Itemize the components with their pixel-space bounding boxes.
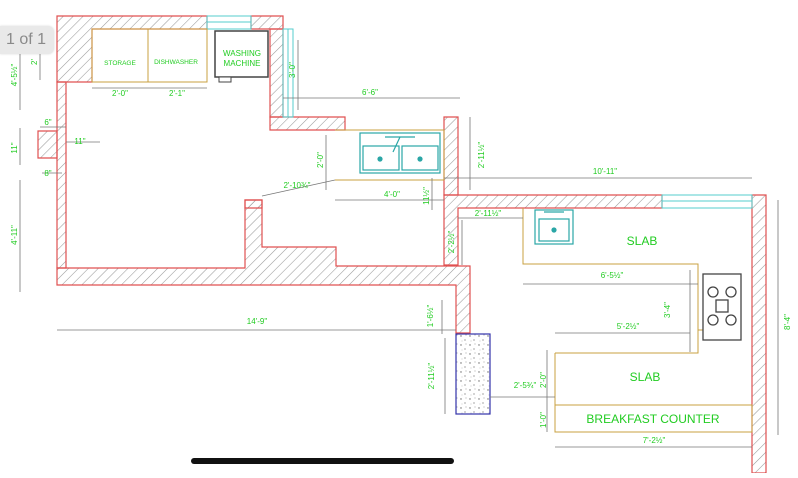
dim-2-1-dish: 2'-1" [169,89,185,98]
dim-2-11-mid: 2'-11½" [475,209,502,218]
breakfast-counter [554,404,753,433]
dim-2-0-storage: 2'-0" [112,89,128,98]
dim-4-11: 4'-11" [10,225,19,245]
single-sink [534,209,574,245]
dim-7-2: 7'-2½" [643,436,666,445]
wall-top-left [56,15,208,83]
wall-far-right [751,194,767,474]
windows [206,15,753,209]
dim-2-0-slab: 2'-0" [539,372,548,388]
dim-11-mid: 11½" [422,187,431,205]
dim-3-4: 3'-4" [663,302,672,318]
cabinet-sink-run [335,129,445,181]
wall-diagonal-stub [244,199,263,209]
slab-outline [522,208,699,353]
dim-2-5: 2'-5¾" [514,381,537,390]
dim-6: 6" [44,118,51,127]
page-indicator: 1 of 1 [0,26,55,54]
label-slab-bottom: SLAB [630,370,661,384]
label-storage: STORAGE [104,60,136,67]
dim-2-0-sink: 2'-0" [316,152,325,168]
dim-1-0: 1'-0" [539,412,548,428]
label-breakfast-counter: BREAKFAST COUNTER [586,412,719,426]
wall-left [56,81,67,269]
cabinet-storage [91,28,149,83]
dim-3-0-wm: 3'-0" [288,62,297,78]
dim-2-top: 2' [30,59,39,65]
walls [37,15,767,474]
wall-sink-right [443,116,459,196]
column-pillar [455,333,491,415]
dimension-lines [19,40,779,448]
cabinet-dishwasher [147,28,208,83]
dim-1-6: 1'-6½" [426,305,435,328]
dim-2-11-col: 2'-11½" [427,363,436,390]
wall-mid-horizontal [269,116,346,131]
washing-machine [214,30,269,83]
dim-6-6: 6'-6" [362,88,378,97]
home-indicator-bar[interactable] [191,458,454,464]
label-slab-right: SLAB [627,234,658,248]
dim-6-5: 6'-5½" [601,271,624,280]
dim-4-5-left: 4'-5½" [10,64,19,87]
wall-left-notch [37,130,58,159]
dim-2-11-sink: 2'-11½" [477,142,486,169]
dim-8-4: 8'-4" [783,314,792,330]
dim-4-0: 4'-0" [384,190,400,199]
wall-bottom-main [56,199,471,334]
dim-2-10: 2'-10¾" [283,181,310,190]
dim-8: 8" [44,169,51,178]
dim-2-2: 2'-2½" [447,231,456,254]
dim-5-2: 5'-2½" [617,322,640,331]
dim-10-11: 10'-11" [593,167,617,176]
label-washing-machine-line: WASHING [223,49,261,58]
wall-wm-right [269,28,284,118]
dimension-texts: 4'-5½" 2' 2'-0" 2'-1" 3'-0" 6'-6" 6" 11"… [10,59,792,445]
cooktop [702,273,742,341]
dim-14-9: 14'-9" [247,317,268,326]
dim-11-left: 11" [10,142,19,153]
label-washing-machine-line: MACHINE [224,59,261,68]
dim-11-inner: 11" [74,137,85,146]
double-sink [359,132,441,174]
label-dishwasher: DISHWASHER [154,59,198,66]
wall-top-right [250,15,284,30]
